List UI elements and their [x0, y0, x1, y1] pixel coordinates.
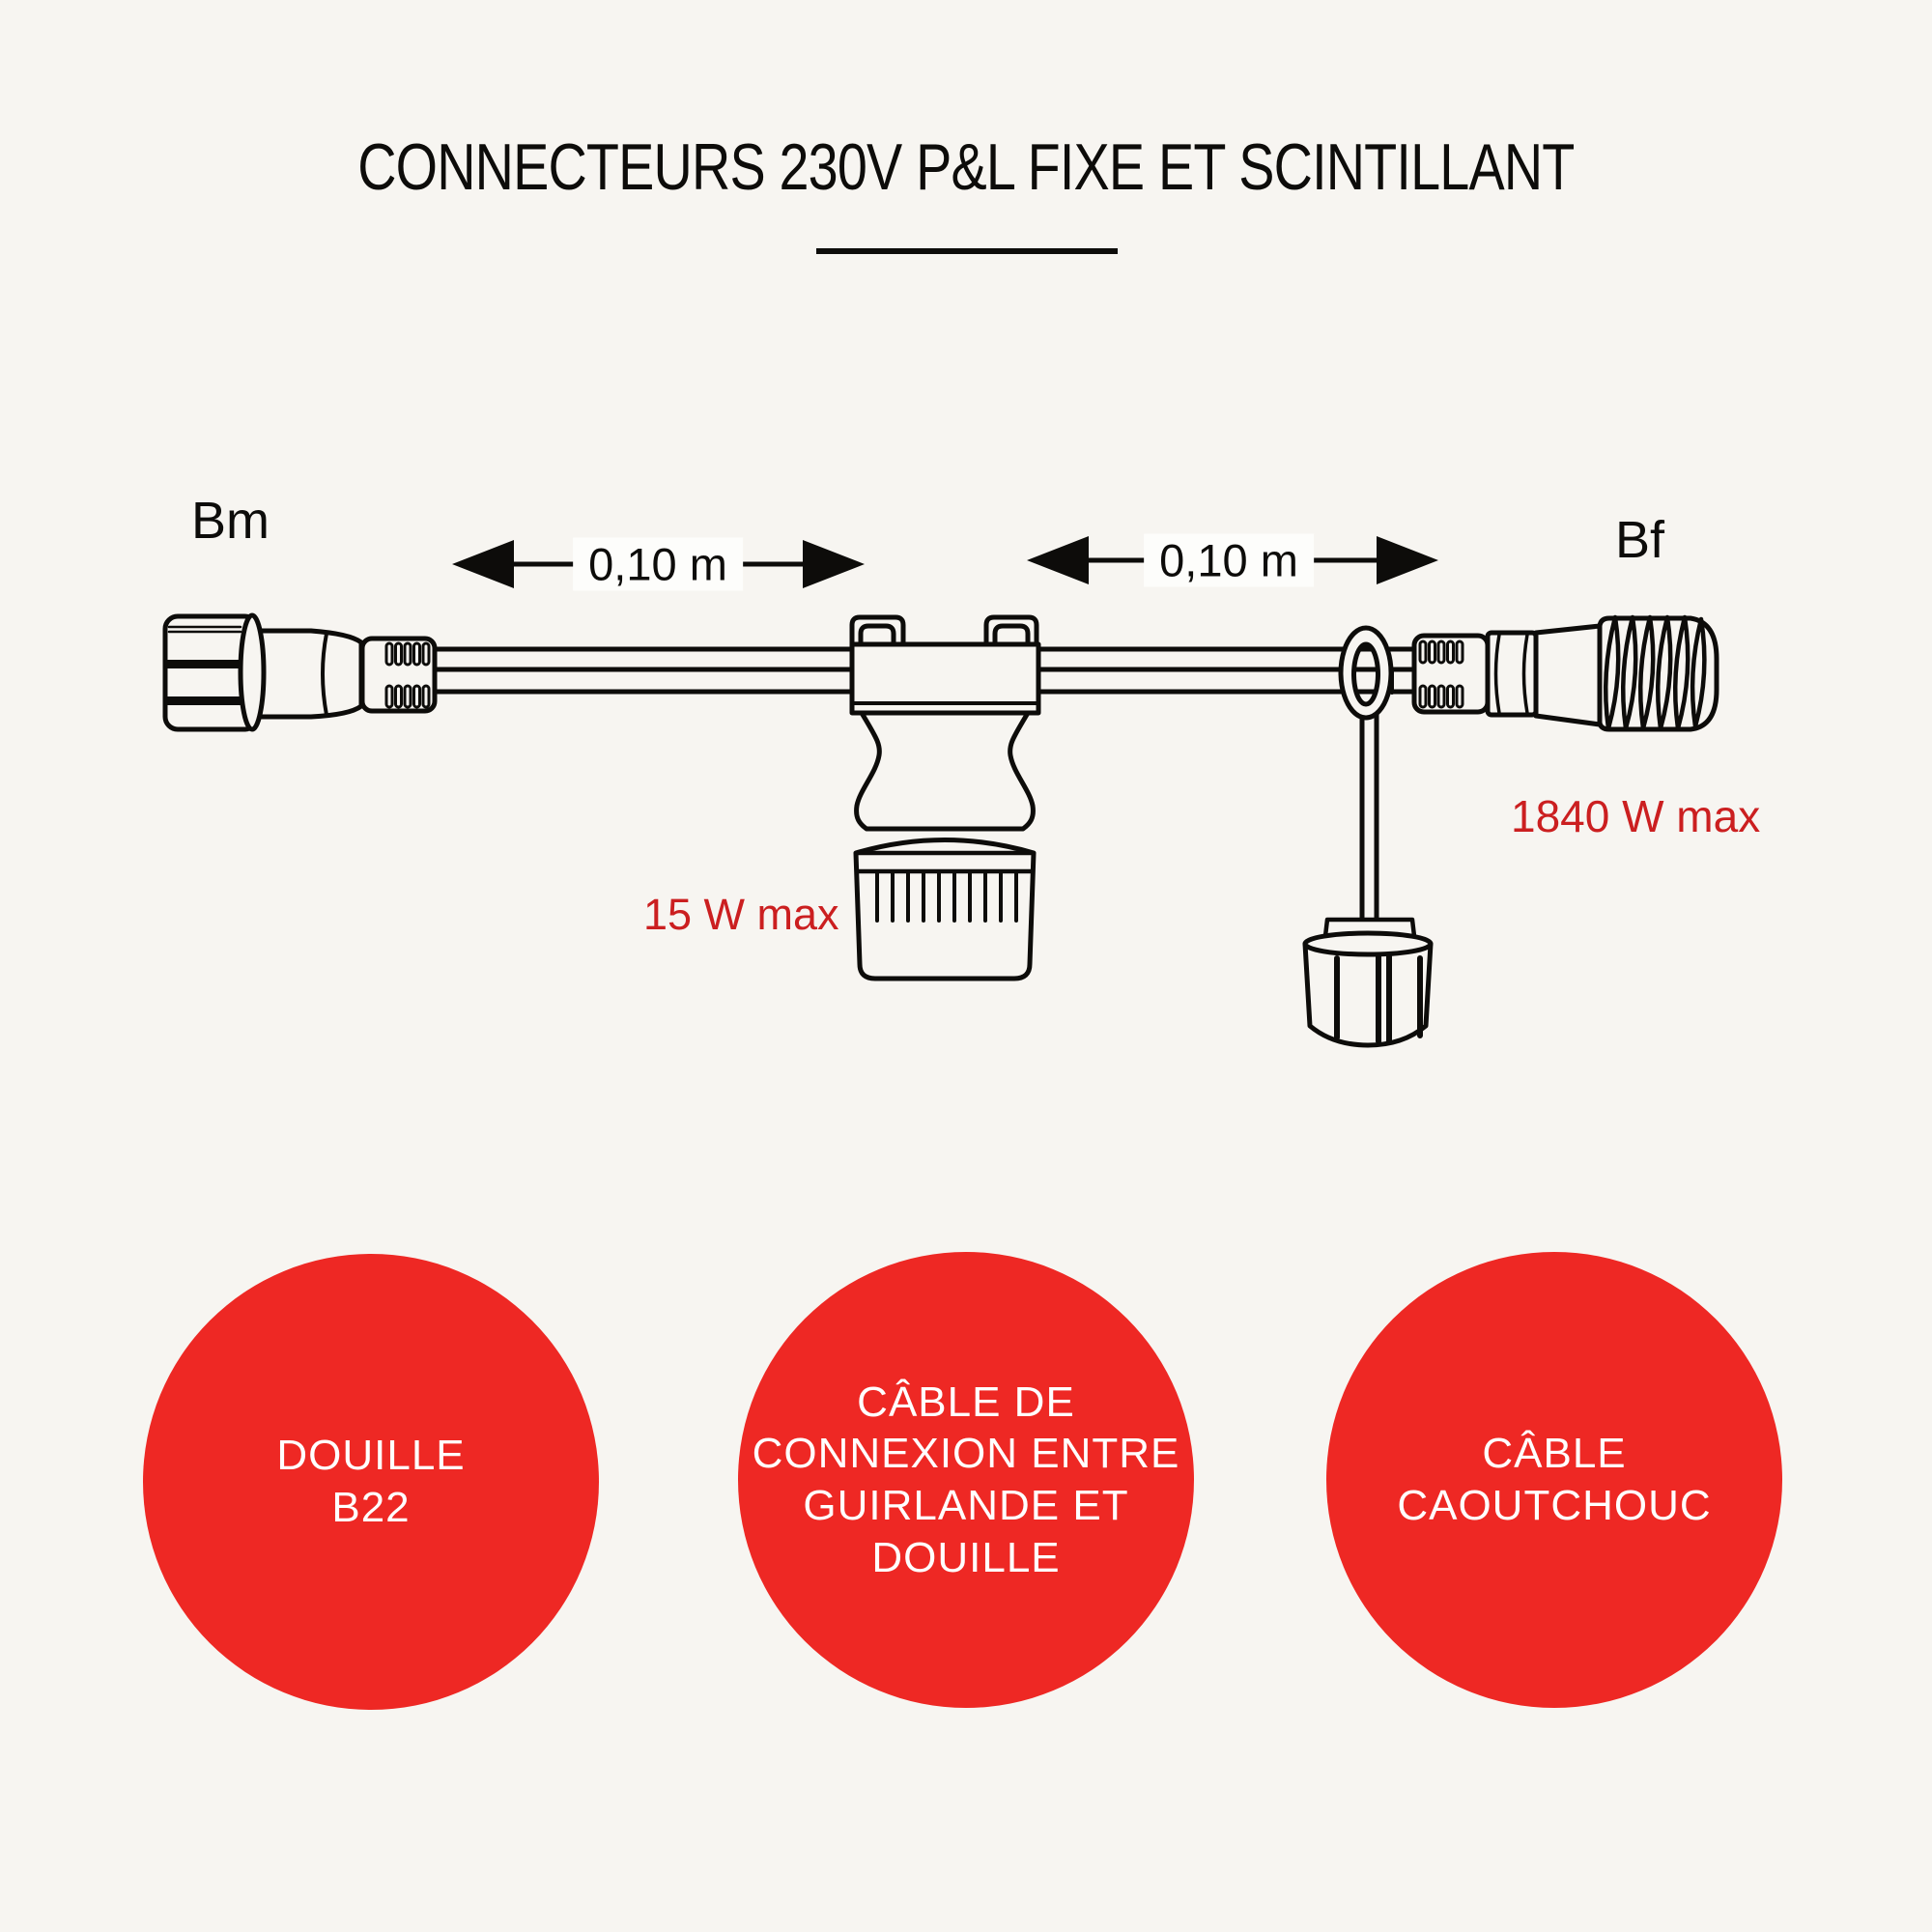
dimension-label-left: 0,10 m [573, 537, 743, 591]
legend-circle-label: CÂBLE DE CONNEXION ENTRE GUIRLANDE ET DO… [752, 1378, 1180, 1581]
grip-ribs [1418, 639, 1464, 709]
page-title-wrap: CONNECTEURS 230V P&L FIXE ET SCINTILLANT [0, 130, 1932, 204]
dimension-label-right: 0,10 m [1144, 533, 1314, 587]
title-underline [816, 248, 1118, 254]
legend-circle-cable-connexion: CÂBLE DE CONNEXION ENTRE GUIRLANDE ET DO… [738, 1252, 1194, 1708]
screw-threads [1603, 614, 1707, 731]
female-connector-label: Bf [1615, 511, 1665, 569]
socket-drawing [849, 614, 1041, 981]
male-connector-drawing [162, 612, 438, 732]
legend-circle-label: CÂBLE CAOUTCHOUC [1397, 1430, 1712, 1529]
ring-and-cap-drawing [1302, 625, 1434, 1048]
legend-circle-cable-caoutchouc: CÂBLE CAOUTCHOUC [1326, 1252, 1782, 1708]
socket-max-power-label: 15 W max [643, 890, 839, 939]
female-connector-drawing [1411, 614, 1719, 732]
male-connector-label: Bm [191, 492, 270, 550]
grip-ribs [384, 641, 431, 709]
legend-circle-douille-b22: DOUILLE B22 [143, 1254, 599, 1710]
line-max-power-label: 1840 W max [1511, 791, 1761, 841]
cable-drawing [432, 646, 1419, 695]
legend-circle-label: DOUILLE B22 [276, 1432, 466, 1531]
page-title: CONNECTEURS 230V P&L FIXE ET SCINTILLANT [357, 130, 1575, 204]
